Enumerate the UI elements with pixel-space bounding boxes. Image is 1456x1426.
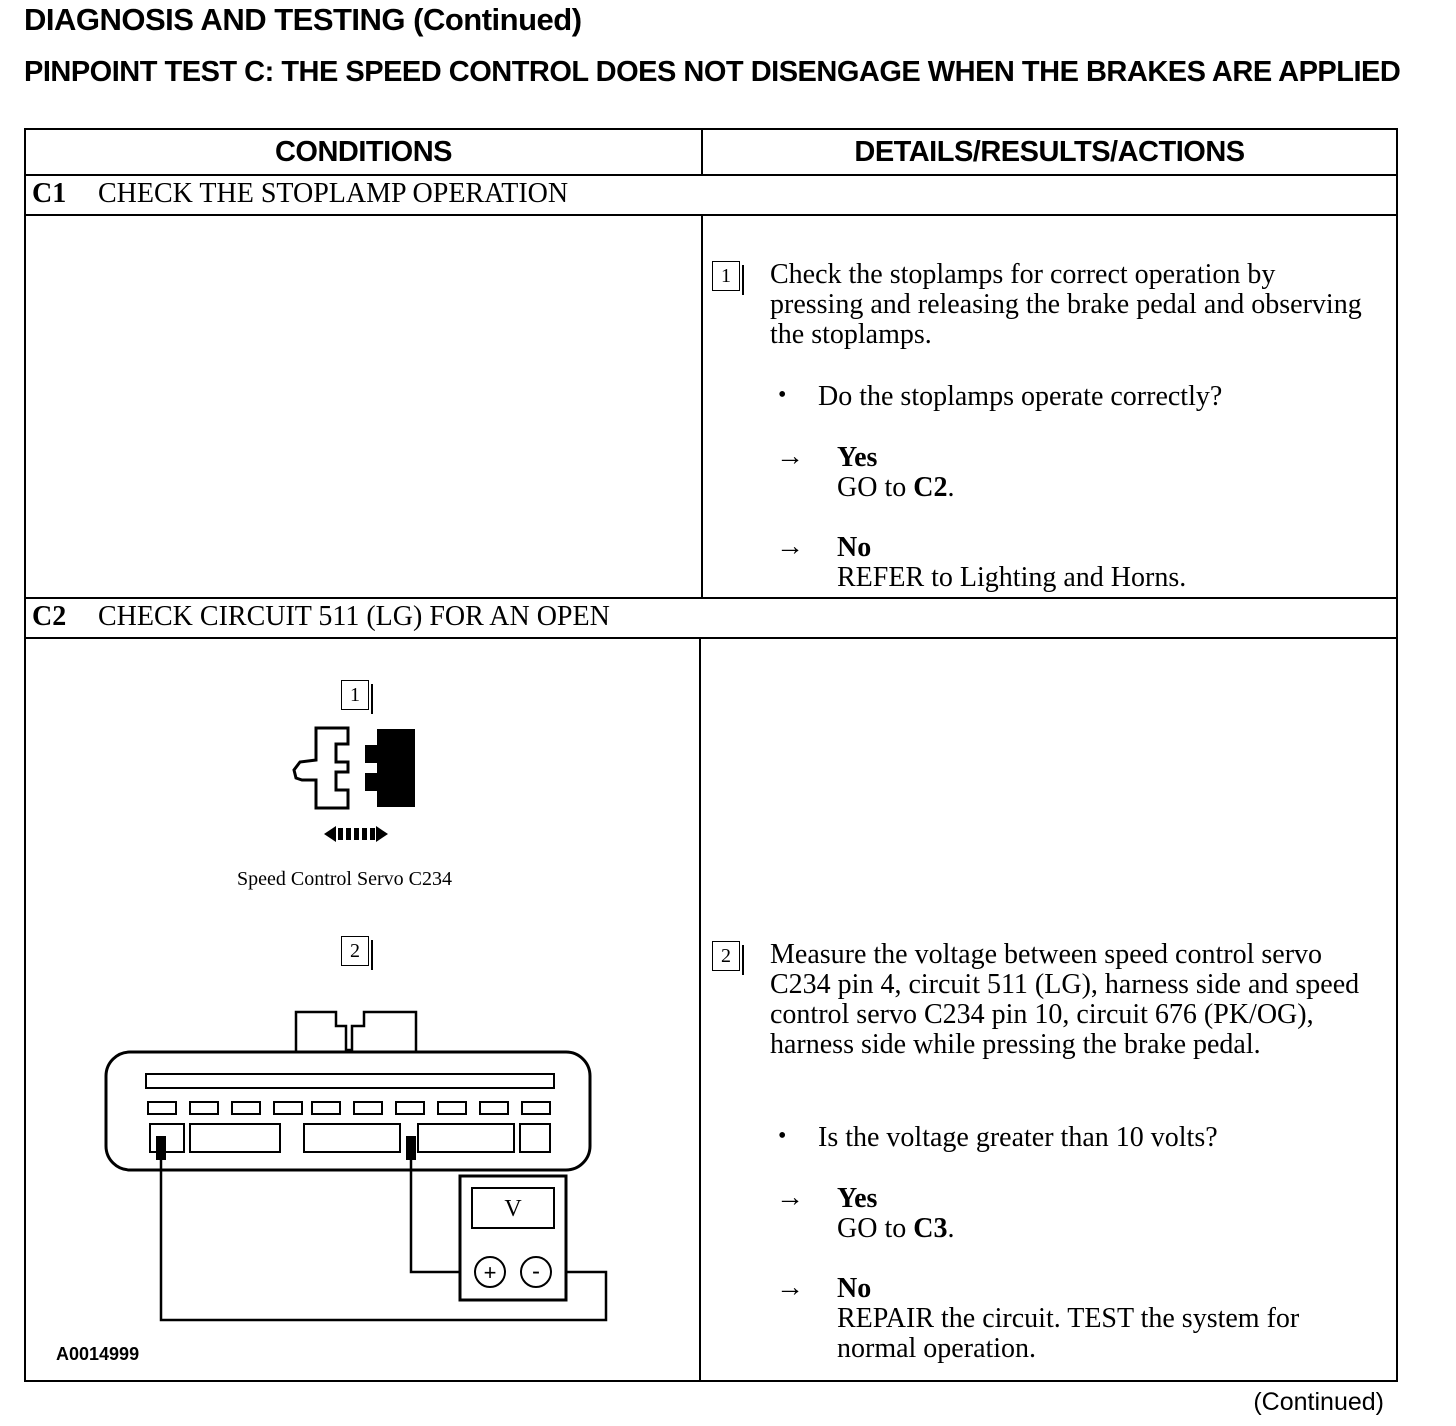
c1-bullet: • [778, 382, 787, 408]
connector-lower-pins [149, 1123, 551, 1153]
c1-step-title: CHECK THE STOPLAMP OPERATION [98, 178, 569, 209]
connector-latch [294, 1010, 418, 1052]
figure-step2-number-box: 2 [341, 936, 373, 970]
c1-yes-ref: C2 [913, 472, 948, 503]
connector-label: Speed Control Servo C234 [237, 868, 452, 890]
c2-yes-label: Yes [837, 1183, 878, 1214]
c2-step-title: CHECK CIRCUIT 511 (LG) FOR AN OPEN [98, 601, 610, 632]
positive-symbol: + [484, 1260, 497, 1285]
c2-yes-action: GO to [837, 1213, 914, 1244]
c1-no-result: No REFER to Lighting and Horns. [837, 533, 1186, 593]
c1-step-code: C1 [32, 178, 67, 209]
figure-code: A0014999 [56, 1344, 140, 1364]
c2-bullet: • [778, 1123, 787, 1149]
c2-no-action: REPAIR the circuit. TEST the system for … [837, 1303, 1300, 1364]
details-column-header: DETAILS/RESULTS/ACTIONS [854, 136, 1245, 168]
c2-step-number-box: 2 [712, 941, 744, 975]
page-title: DIAGNOSIS AND TESTING (Continued) [24, 2, 582, 37]
c1-question: Do the stoplamps operate correctly? [818, 381, 1223, 412]
c2-heading-divider [26, 637, 1396, 639]
c1-column-divider [701, 214, 703, 597]
c2-no-result: No REPAIR the circuit. TEST the system f… [837, 1274, 1377, 1364]
negative-terminal [520, 1256, 552, 1288]
figure-step1-number-box: 1 [341, 680, 373, 714]
connector-disconnect-diagram [292, 726, 415, 842]
continued-footer: (Continued) [1253, 1388, 1384, 1416]
voltmeter-display [471, 1187, 555, 1229]
c1-step-number-box: 1 [712, 261, 744, 295]
voltmeter-body [458, 1174, 568, 1302]
c2-question: Is the voltage greater than 10 volts? [818, 1122, 1218, 1153]
c1-heading-divider [26, 214, 1396, 216]
pinpoint-test-title: PINPOINT TEST C: THE SPEED CONTROL DOES … [24, 56, 1401, 88]
c1-instruction: Check the stoplamps for correct operatio… [770, 259, 1362, 350]
c1-yes-label: Yes [837, 442, 878, 473]
connector-top-bar [145, 1073, 555, 1089]
connector-female-half [292, 726, 350, 810]
c1-yes-result: Yes GO to C2. [837, 443, 954, 503]
c1-yes-end: . [947, 472, 955, 503]
conditions-column-header: CONDITIONS [274, 136, 453, 168]
c1-no-arrow-icon: → [776, 531, 804, 562]
c2-column-divider [699, 637, 701, 1382]
voltmeter-symbol: V [504, 1196, 522, 1222]
header-divider [26, 174, 1396, 176]
connector-upper-pins [147, 1101, 551, 1115]
c1-no-label: No [837, 532, 872, 563]
c2-yes-end: . [947, 1213, 955, 1244]
c2-yes-result: Yes GO to C3. [837, 1184, 954, 1244]
c2-yes-ref: C3 [913, 1213, 948, 1244]
probe-pin-10 [406, 1136, 416, 1160]
lead-negative [159, 1160, 608, 1322]
c2-no-label: No [837, 1273, 872, 1304]
header-column-divider [701, 130, 703, 174]
c2-step-heading: C2 CHECK CIRCUIT 511 (LG) FOR AN OPEN [32, 601, 610, 633]
c2-step-code: C2 [32, 601, 67, 632]
c1-no-action: REFER to Lighting and Horns. [837, 562, 1187, 593]
c1-row-divider [26, 597, 1396, 599]
c1-step-heading: C1 CHECK THE STOPLAMP OPERATION [32, 178, 568, 210]
lead-positive [409, 1160, 478, 1274]
connector-male-half [365, 729, 415, 807]
c1-yes-arrow-icon: → [776, 441, 804, 472]
servo-connector-body [104, 1050, 592, 1172]
c2-yes-arrow-icon: → [776, 1182, 804, 1213]
c1-yes-action: GO to [837, 472, 914, 503]
positive-terminal [474, 1256, 506, 1288]
probe-pin-4 [156, 1136, 166, 1160]
disconnect-arrow-dashes [338, 828, 375, 840]
c2-no-arrow-icon: → [776, 1272, 804, 1303]
c2-instruction: Measure the voltage between speed contro… [770, 939, 1360, 1060]
voltmeter-test-diagram: V + - [104, 1010, 608, 1322]
negative-symbol: - [532, 1258, 540, 1285]
